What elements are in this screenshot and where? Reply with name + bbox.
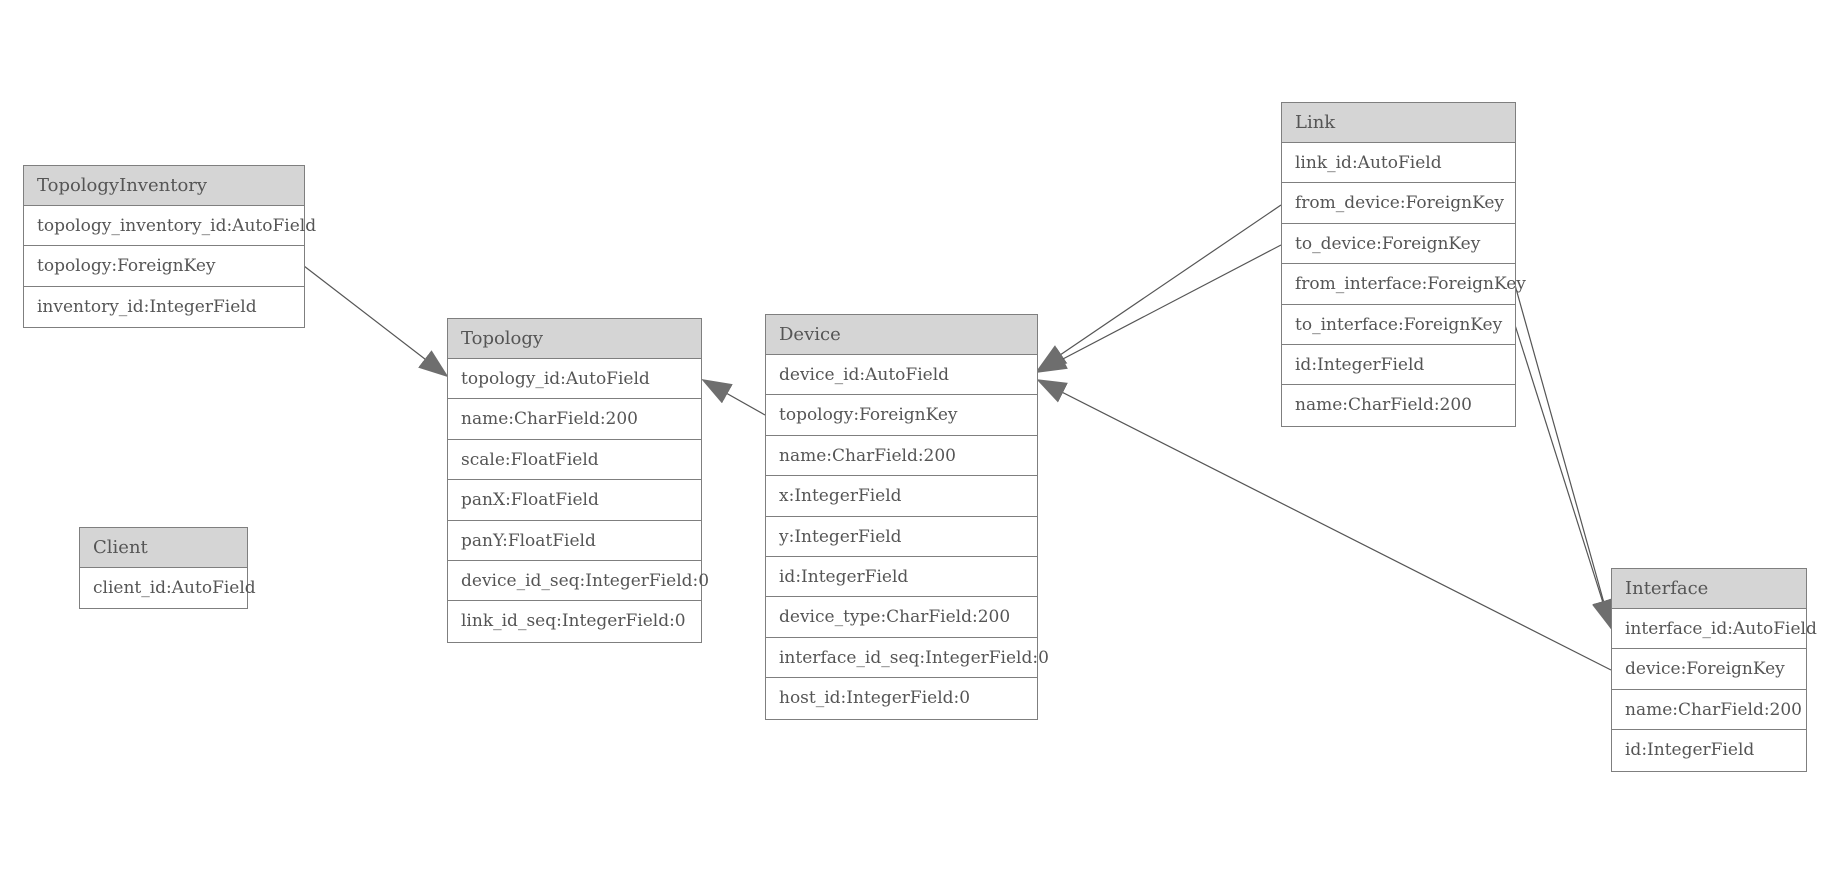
field-device-type: device_type:CharField:200 xyxy=(766,597,1037,638)
field-topology-id: topology_id:AutoField xyxy=(448,359,701,400)
field-device-id: device_id:AutoField xyxy=(766,355,1037,396)
connector-link-to-interface xyxy=(1514,324,1614,630)
field-from-interface: from_interface:ForeignKey xyxy=(1282,264,1526,305)
field-topology: topology:ForeignKey xyxy=(24,246,304,287)
entity-topology: Topology topology_id:AutoField name:Char… xyxy=(447,318,709,643)
field-topology: topology:ForeignKey xyxy=(766,395,1037,436)
entity-link: Link link_id:AutoField from_device:Forei… xyxy=(1281,102,1526,427)
connector-link-from-interface xyxy=(1514,284,1615,630)
field-name: name:CharField:200 xyxy=(448,399,701,440)
field-name: name:CharField:200 xyxy=(766,436,1037,477)
entity-interface: Interface interface_id:AutoField device:… xyxy=(1611,568,1817,772)
field-host-id: host_id:IntegerField:0 xyxy=(779,688,971,709)
field-device: device:ForeignKey xyxy=(1612,649,1806,690)
field-pany: panY:FloatField xyxy=(448,521,701,561)
field-link-id: link_id:AutoField xyxy=(1282,143,1515,184)
connector-link-from-device xyxy=(1036,204,1282,372)
field-from-device: from_device:ForeignKey xyxy=(1282,183,1515,224)
field-inventory-id: inventory_id:IntegerField xyxy=(37,296,257,317)
field-to-device: to_device:ForeignKey xyxy=(1282,224,1515,265)
entity-client-header: Client xyxy=(80,528,247,568)
connector-interface-device xyxy=(1036,379,1612,671)
field-topology-inventory-id: topology_inventory_id:AutoField xyxy=(24,206,316,247)
field-interface-id-seq: interface_id_seq:IntegerField:0 xyxy=(766,638,1049,679)
field-link-id-seq: link_id_seq:IntegerField:0 xyxy=(461,611,686,632)
field-panx: panX:FloatField xyxy=(448,480,701,521)
entity-client: Client client_id:AutoField xyxy=(79,527,256,610)
field-id: id:IntegerField xyxy=(1282,345,1515,386)
entity-topology-header: Topology xyxy=(448,319,701,359)
entity-interface-header: Interface xyxy=(1612,569,1806,609)
field-id: id:IntegerField xyxy=(1625,740,1755,761)
field-interface-id: interface_id:AutoField xyxy=(1612,609,1817,650)
connector-link-to-device xyxy=(1036,244,1282,373)
field-device-id-seq: device_id_seq:IntegerField:0 xyxy=(448,561,709,602)
field-to-interface: to_interface:ForeignKey xyxy=(1282,305,1515,345)
field-name: name:CharField:200 xyxy=(1295,395,1472,416)
field-id: id:IntegerField xyxy=(766,557,1037,598)
entity-topologyinventory: TopologyInventory topology_inventory_id:… xyxy=(23,165,316,329)
entity-topologyinventory-header: TopologyInventory xyxy=(24,166,304,206)
connector-device-topology xyxy=(701,379,766,416)
entity-link-header: Link xyxy=(1282,103,1515,143)
field-scale: scale:FloatField xyxy=(448,440,701,481)
entity-device: Device device_id:AutoField topology:Fore… xyxy=(765,314,1049,720)
field-y: y:IntegerField xyxy=(766,517,1037,557)
field-name: name:CharField:200 xyxy=(1612,690,1806,731)
field-x: x:IntegerField xyxy=(766,476,1037,517)
connector-topologyinventory-topology xyxy=(303,265,449,378)
field-client-id: client_id:AutoField xyxy=(93,578,256,598)
entity-device-header: Device xyxy=(766,315,1037,355)
